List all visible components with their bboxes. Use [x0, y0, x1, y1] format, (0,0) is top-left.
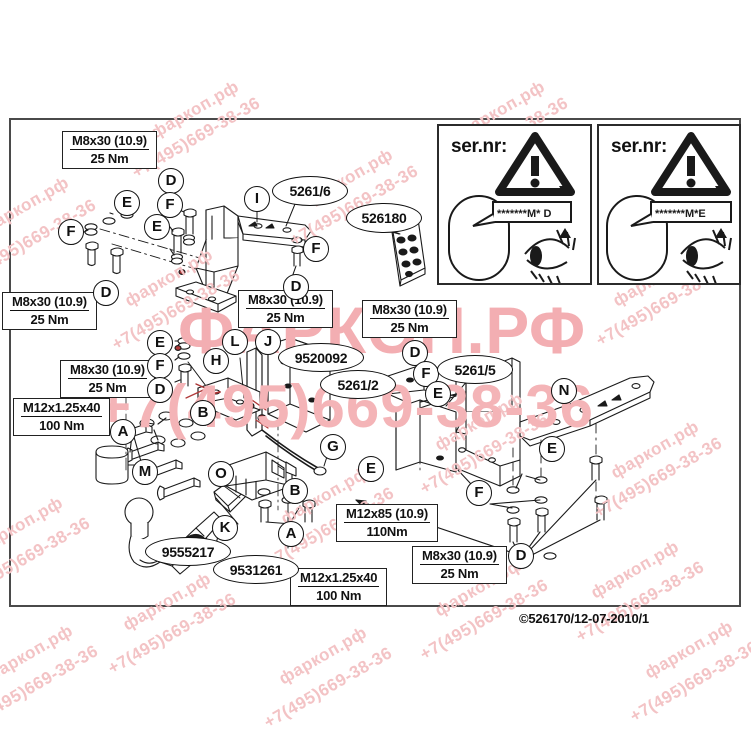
- callout-letter-H: H: [203, 348, 229, 374]
- copyright-text: ©526170/12-07-2010/1: [519, 611, 649, 626]
- callout-letter-D: D: [93, 280, 119, 306]
- watermark-tile: +7(495)669-38-36: [626, 637, 751, 726]
- torque-value: 25 Nm: [30, 312, 69, 327]
- callout-letter-M: M: [132, 459, 158, 485]
- watermark-tile: +7(495)669-38-36: [0, 641, 102, 730]
- torque-spec-box: M12x85 (10.9) 110Nm: [336, 504, 438, 542]
- sernr-illustration-2: *******M*E: [606, 132, 732, 285]
- torque-bolt-size: M8x30 (10.9): [420, 548, 499, 565]
- callout-letter-D: D: [147, 377, 173, 403]
- warning-triangle-icon: [495, 132, 575, 196]
- torque-bolt-size: M8x30 (10.9): [68, 362, 147, 379]
- callout-letter-N: N: [551, 378, 577, 404]
- torque-bolt-size: M8x30 (10.9): [10, 294, 89, 311]
- callout-letter-E: E: [114, 190, 140, 216]
- callout-letter-A: A: [110, 419, 136, 445]
- watermark-tile: фаркоп.рф: [641, 616, 737, 683]
- torque-spec-box: M12x1.25x40 100 Nm: [13, 398, 111, 436]
- callout-part-5261-6: 5261/6: [272, 176, 348, 206]
- callout-part-5261-5: 5261/5: [437, 355, 513, 384]
- callout-letter-K: K: [212, 515, 238, 541]
- diagram-frame: [9, 118, 741, 607]
- sernr-panel-2: ser.nr: *******M*E: [597, 124, 741, 285]
- callout-letter-E: E: [144, 214, 170, 240]
- callout-letter-F: F: [147, 353, 173, 379]
- torque-value: 100 Nm: [39, 418, 85, 433]
- callout-part-526180: 526180: [346, 203, 422, 233]
- torque-bolt-size: M12x1.25x40: [21, 400, 103, 417]
- torque-bolt-size: M12x1.25x40: [298, 570, 380, 587]
- callout-letter-D: D: [158, 168, 184, 194]
- sernr-label: ser.nr:: [611, 136, 667, 157]
- callout-letter-I: I: [244, 186, 270, 212]
- callout-letter-E: E: [539, 436, 565, 462]
- sernr-illustration-1: *******M* D: [448, 132, 576, 285]
- eye-icon: [680, 229, 732, 285]
- callout-letter-B: B: [282, 478, 308, 504]
- callout-letter-D: D: [508, 543, 534, 569]
- torque-spec-box: M8x30 (10.9) 25 Nm: [2, 292, 97, 330]
- callout-letter-O: O: [208, 461, 234, 487]
- torque-bolt-size: M12x85 (10.9): [344, 506, 430, 523]
- callout-letter-E: E: [425, 381, 451, 407]
- callout-letter-L: L: [222, 329, 248, 355]
- torque-value: 25 Nm: [88, 380, 127, 395]
- callout-letter-F: F: [157, 192, 183, 218]
- watermark-tile: +7(495)669-38-36: [260, 643, 396, 732]
- callout-letter-E: E: [358, 456, 384, 482]
- callout-letter-F: F: [58, 219, 84, 245]
- torque-value: 110Nm: [366, 524, 408, 539]
- watermark-tile: фаркоп.рф: [275, 622, 371, 689]
- torque-spec-box: M8x30 (10.9) 25 Nm: [60, 360, 155, 398]
- callout-letter-E: E: [147, 330, 173, 356]
- torque-spec-box: M8x30 (10.9) 25 Nm: [412, 546, 507, 584]
- callout-letter-A: A: [278, 521, 304, 547]
- callout-letter-B: B: [190, 400, 216, 426]
- callout-letter-F: F: [303, 236, 329, 262]
- torque-value: 25 Nm: [266, 310, 305, 325]
- torque-value: 25 Nm: [440, 566, 479, 581]
- warning-triangle-icon: [651, 132, 731, 196]
- callout-letter-G: G: [320, 434, 346, 460]
- svg-text:*******M*E: *******M*E: [655, 208, 706, 220]
- svg-text:*******M* D: *******M* D: [497, 208, 551, 220]
- torque-value: 25 Nm: [90, 151, 129, 166]
- torque-value: 25 Nm: [390, 320, 429, 335]
- torque-spec-box: M8x30 (10.9) 25 Nm: [362, 300, 457, 338]
- watermark-tile: фаркоп.рф: [0, 620, 77, 687]
- torque-bolt-size: M8x30 (10.9): [370, 302, 449, 319]
- eye-icon: [524, 229, 576, 285]
- callout-part-9531261: 9531261: [213, 555, 299, 584]
- sernr-panel-1: ser.nr: *******M* D: [437, 124, 592, 285]
- torque-spec-box: M8x30 (10.9) 25 Nm: [62, 131, 157, 169]
- torque-bolt-size: M8x30 (10.9): [70, 133, 149, 150]
- callout-part-5261-2: 5261/2: [320, 370, 396, 399]
- callout-letter-J: J: [255, 329, 281, 355]
- torque-value: 100 Nm: [316, 588, 362, 603]
- callout-letter-F: F: [466, 480, 492, 506]
- sernr-label: ser.nr:: [451, 136, 507, 157]
- torque-spec-box: M12x1.25x40 100 Nm: [290, 568, 388, 606]
- callout-letter-D: D: [283, 274, 309, 300]
- callout-part-9520092: 9520092: [278, 343, 364, 372]
